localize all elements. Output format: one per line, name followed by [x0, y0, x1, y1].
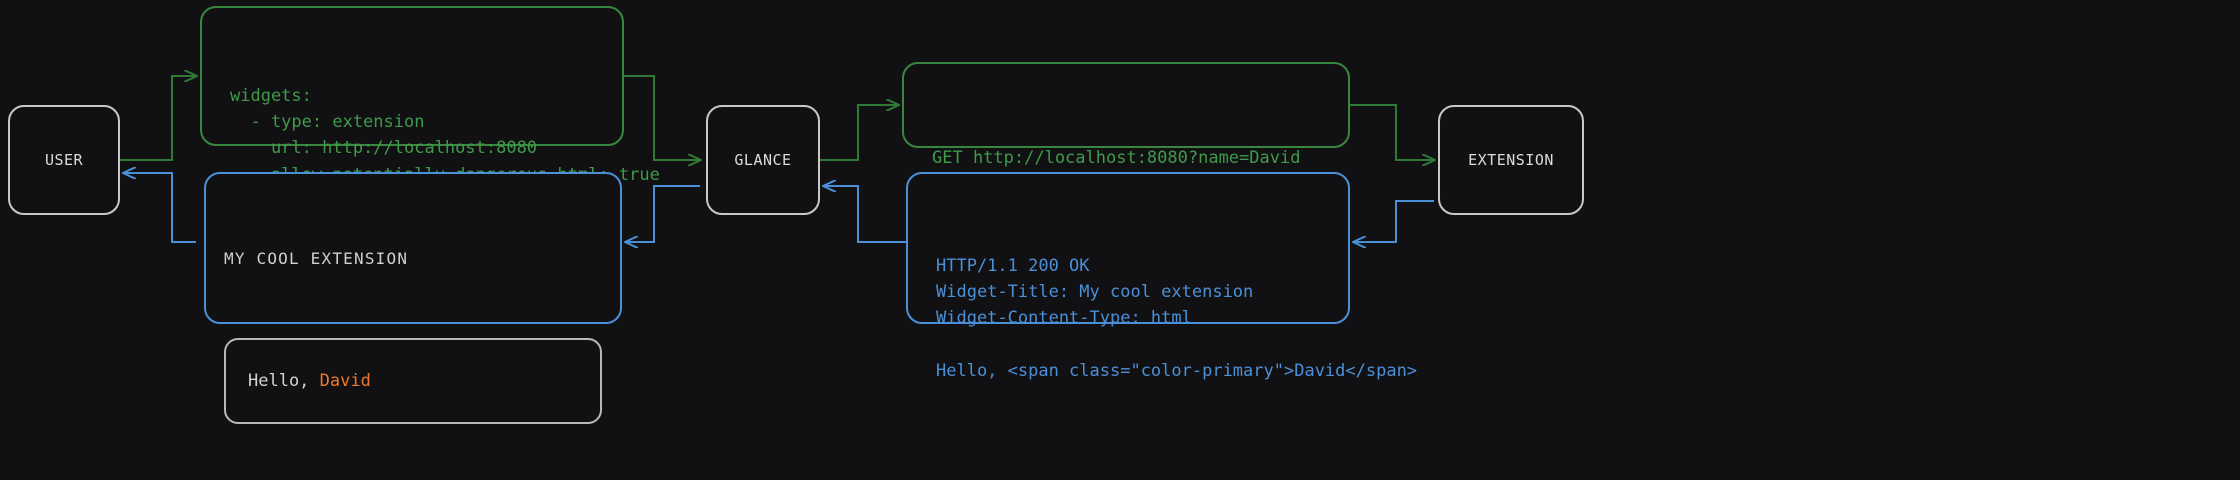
message-http-response: HTTP/1.1 200 OK Widget-Title: My cool ex… — [906, 172, 1417, 381]
widget-accent-name: David — [319, 371, 371, 391]
actor-extension[interactable]: EXTENSION — [1438, 105, 1584, 215]
widget-content-frame: Hello, David — [224, 338, 602, 425]
actor-extension-label: EXTENSION — [1468, 151, 1554, 169]
edge-glance-to-widget — [626, 185, 700, 242]
actor-glance[interactable]: GLANCE — [706, 105, 820, 215]
message-rendered-widget: MY COOL EXTENSION Hello, David — [204, 172, 622, 425]
edge-user-to-config — [120, 76, 196, 161]
http-response-text: HTTP/1.1 200 OK Widget-Title: My cool ex… — [936, 255, 1418, 382]
edge-extension-to-response — [1354, 200, 1434, 242]
actor-glance-label: GLANCE — [734, 151, 792, 169]
edge-config-to-glance — [624, 75, 700, 160]
edge-widget-to-user — [124, 173, 196, 243]
message-http-request: GET http://localhost:8080?name=David — [902, 62, 1350, 168]
http-request-text: GET http://localhost:8080?name=David — [932, 147, 1301, 168]
widget-title: MY COOL EXTENSION — [224, 248, 409, 268]
widget-greeting-text: Hello, — [248, 371, 320, 391]
edge-glance-to-request — [820, 105, 898, 161]
edge-response-to-glance — [824, 186, 906, 243]
actor-user[interactable]: USER — [8, 105, 120, 215]
edge-request-to-extension — [1350, 104, 1434, 160]
message-config-yaml: widgets: - type: extension url: http://l… — [200, 6, 660, 237]
actor-user-label: USER — [44, 151, 84, 169]
